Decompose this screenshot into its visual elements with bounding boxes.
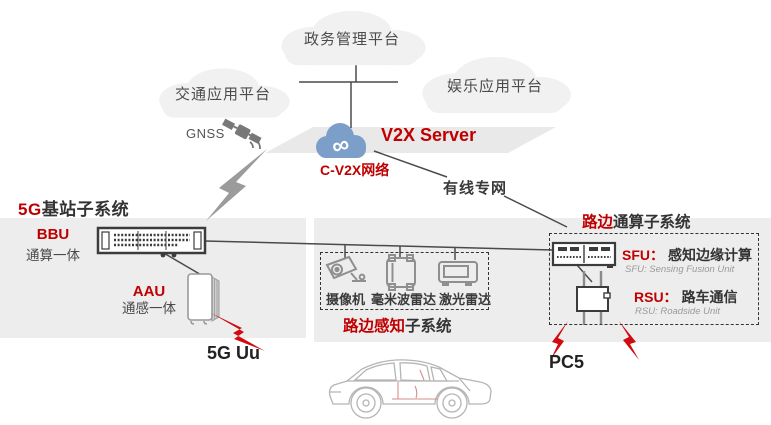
computing-subsystem-title: 路边通算子系统 xyxy=(582,210,691,232)
bbu-device-icon xyxy=(96,226,207,258)
pc5-link-label: PC5 xyxy=(549,352,585,372)
cloud-shape xyxy=(159,68,290,118)
sensing-title-rest: 子系统 xyxy=(405,318,452,335)
sfu-label: SFU： xyxy=(622,247,664,263)
cloud-gov-platform: 政务管理平台 xyxy=(272,6,432,70)
camera-label: 摄像机 xyxy=(326,292,366,307)
svg-text:∞: ∞ xyxy=(329,130,352,160)
sensing-subsystem-title: 路边感知子系统 xyxy=(343,314,452,336)
rsu-desc: 路车通信 xyxy=(681,289,738,305)
rsu-english-label: RSU: Roadside Unit xyxy=(635,306,721,317)
gnss-label: GNSS xyxy=(186,126,225,141)
cv2x-network-label: C-V2X网络 xyxy=(320,162,390,178)
uu-link-bolt xyxy=(211,313,265,351)
lidar-label: 激光雷达 xyxy=(439,292,492,307)
mmwave-radar-label: 毫米波雷达 xyxy=(371,292,437,307)
v2x-server-label: V2X Server xyxy=(381,125,477,145)
cloud-shape xyxy=(422,56,571,114)
bbu-sublabel: 通算一体 xyxy=(26,248,80,263)
lidar-icon xyxy=(438,261,478,286)
cloud-shape xyxy=(281,10,426,66)
aau-sublabel: 通感一体 xyxy=(122,301,176,316)
rsu-label: RSU： xyxy=(634,289,678,305)
aau-label: AAU xyxy=(132,283,166,300)
base-station-title-accent: 5G xyxy=(18,200,42,219)
wireless-link-bolt xyxy=(206,149,267,221)
uu-link-label: 5G Uu xyxy=(207,343,261,363)
sfu-line: SFU：感知边缘计算 xyxy=(622,245,752,265)
mmwave-radar-icon xyxy=(386,254,416,291)
aau-device-icon xyxy=(187,273,220,325)
bbu-label: BBU xyxy=(36,226,70,243)
computing-subsystem-box xyxy=(549,233,759,325)
traffic-platform-label: 交通应用平台 xyxy=(174,85,271,103)
computing-title-accent: 路边 xyxy=(582,214,614,231)
roadside-panel xyxy=(314,218,771,342)
camera-icon xyxy=(325,255,366,282)
base-station-title-rest: 基站子系统 xyxy=(41,200,130,219)
wired-network-label: 有线专网 xyxy=(443,180,508,197)
rsu-device-icon xyxy=(576,271,611,325)
base-station-title: 5G基站子系统 xyxy=(18,195,129,220)
sensing-subsystem-box xyxy=(320,252,489,310)
computing-title-rest: 通算子系统 xyxy=(613,214,691,231)
v2x-server-cloud-icon: ∞ xyxy=(316,123,366,161)
rsu-line: RSU：路车通信 xyxy=(634,287,738,307)
sfu-device-icon xyxy=(551,241,617,268)
pc5-bolt-right xyxy=(619,321,639,360)
entertainment-platform-label: 娱乐应用平台 xyxy=(446,77,543,95)
gnss-satellite-icon xyxy=(222,118,262,150)
car-illustration xyxy=(328,359,492,419)
connector-lines xyxy=(161,64,593,283)
sfu-english-label: SFU: Sensing Fusion Unit xyxy=(625,264,735,275)
cloud-traffic-platform: 交通应用平台 xyxy=(148,64,298,122)
cloud-entertainment-platform: 娱乐应用平台 xyxy=(405,52,585,118)
gov-platform-label: 政务管理平台 xyxy=(303,30,400,48)
sensing-title-accent: 路边感知 xyxy=(343,318,406,335)
sfu-desc: 感知边缘计算 xyxy=(668,247,752,263)
pc5-bolt-left xyxy=(551,321,568,359)
